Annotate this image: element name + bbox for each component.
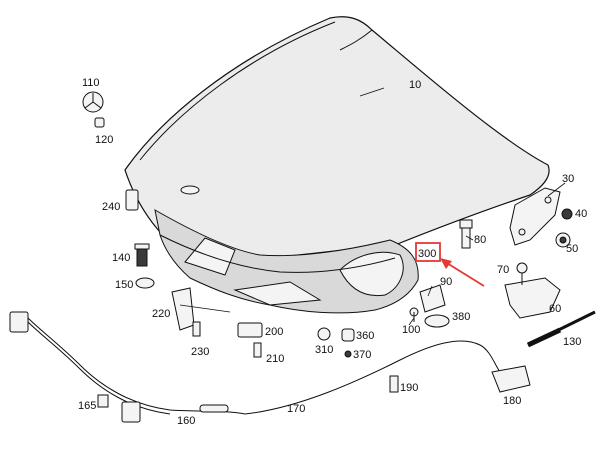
part-label-180: 180	[503, 395, 521, 407]
part-label-70: 70	[497, 264, 509, 276]
clip-part-360	[341, 328, 355, 342]
clip-part-310	[317, 327, 331, 341]
part-label-120: 120	[95, 134, 113, 146]
gas-strut-part-130	[526, 310, 596, 348]
nut-part-40	[561, 208, 573, 220]
bolt-part-100	[409, 307, 419, 322]
part-label-60: 60	[549, 303, 561, 315]
part-label-110: 110	[82, 77, 100, 89]
part-label-100: 100	[402, 324, 420, 336]
part-label-150: 150	[115, 279, 133, 291]
highlight-marker	[415, 242, 485, 287]
seal-part-380	[424, 314, 450, 328]
handle-part-160	[199, 404, 229, 413]
latch-part-180	[491, 365, 531, 393]
part-label-310: 310	[315, 344, 333, 356]
part-label-200: 200	[265, 326, 283, 338]
stop-part-240	[125, 189, 139, 211]
part-label-190: 190	[400, 382, 418, 394]
part-label-90: 90	[440, 276, 452, 288]
bushing-part-50	[555, 232, 571, 248]
part-labels: 10 30 40 50 60 70 80 90 100 110 120 130 …	[78, 77, 587, 427]
part-label-140: 140	[112, 252, 130, 264]
hinge-part-30	[509, 187, 561, 246]
grommet-part-120	[94, 117, 105, 128]
part-label-300: 300	[418, 248, 436, 260]
release-handle-left	[9, 311, 29, 333]
buffer-part-140	[134, 243, 150, 267]
bolt-part-70	[516, 262, 528, 285]
bracket-part-60	[504, 277, 561, 319]
clip-part-190	[389, 375, 399, 393]
part-label-165: 165	[78, 400, 96, 412]
part-label-50: 50	[566, 243, 578, 255]
part-label-170: 170	[287, 403, 305, 415]
part-label-160: 160	[177, 415, 195, 427]
latch-part-90	[419, 284, 446, 313]
part-label-40: 40	[575, 208, 587, 220]
part-label-360: 360	[356, 330, 374, 342]
leader-lines	[179, 87, 566, 326]
bracket-part-220	[171, 287, 195, 331]
bolt-part-210	[253, 342, 262, 358]
clip-part-370	[344, 350, 352, 358]
bolt-part-230	[192, 321, 201, 337]
part-label-240: 240	[102, 201, 120, 213]
part-label-130: 130	[563, 336, 581, 348]
cable-clip-part-165	[97, 394, 109, 408]
part-label-10: 10	[409, 79, 421, 91]
pad-part-150	[135, 277, 155, 289]
emblem-part-110	[82, 91, 104, 113]
bracket-part-200	[237, 322, 263, 338]
part-label-230: 230	[191, 346, 209, 358]
part-label-370: 370	[353, 349, 371, 361]
buffer-part-80	[459, 219, 473, 249]
part-label-380: 380	[452, 311, 470, 323]
part-label-30: 30	[562, 173, 574, 185]
part-label-80: 80	[474, 234, 486, 246]
part-label-210: 210	[266, 353, 284, 365]
release-handle-bottom	[121, 401, 141, 423]
part-label-220: 220	[152, 308, 170, 320]
hood-inner-liner	[154, 209, 419, 314]
hood-panel	[124, 16, 550, 263]
